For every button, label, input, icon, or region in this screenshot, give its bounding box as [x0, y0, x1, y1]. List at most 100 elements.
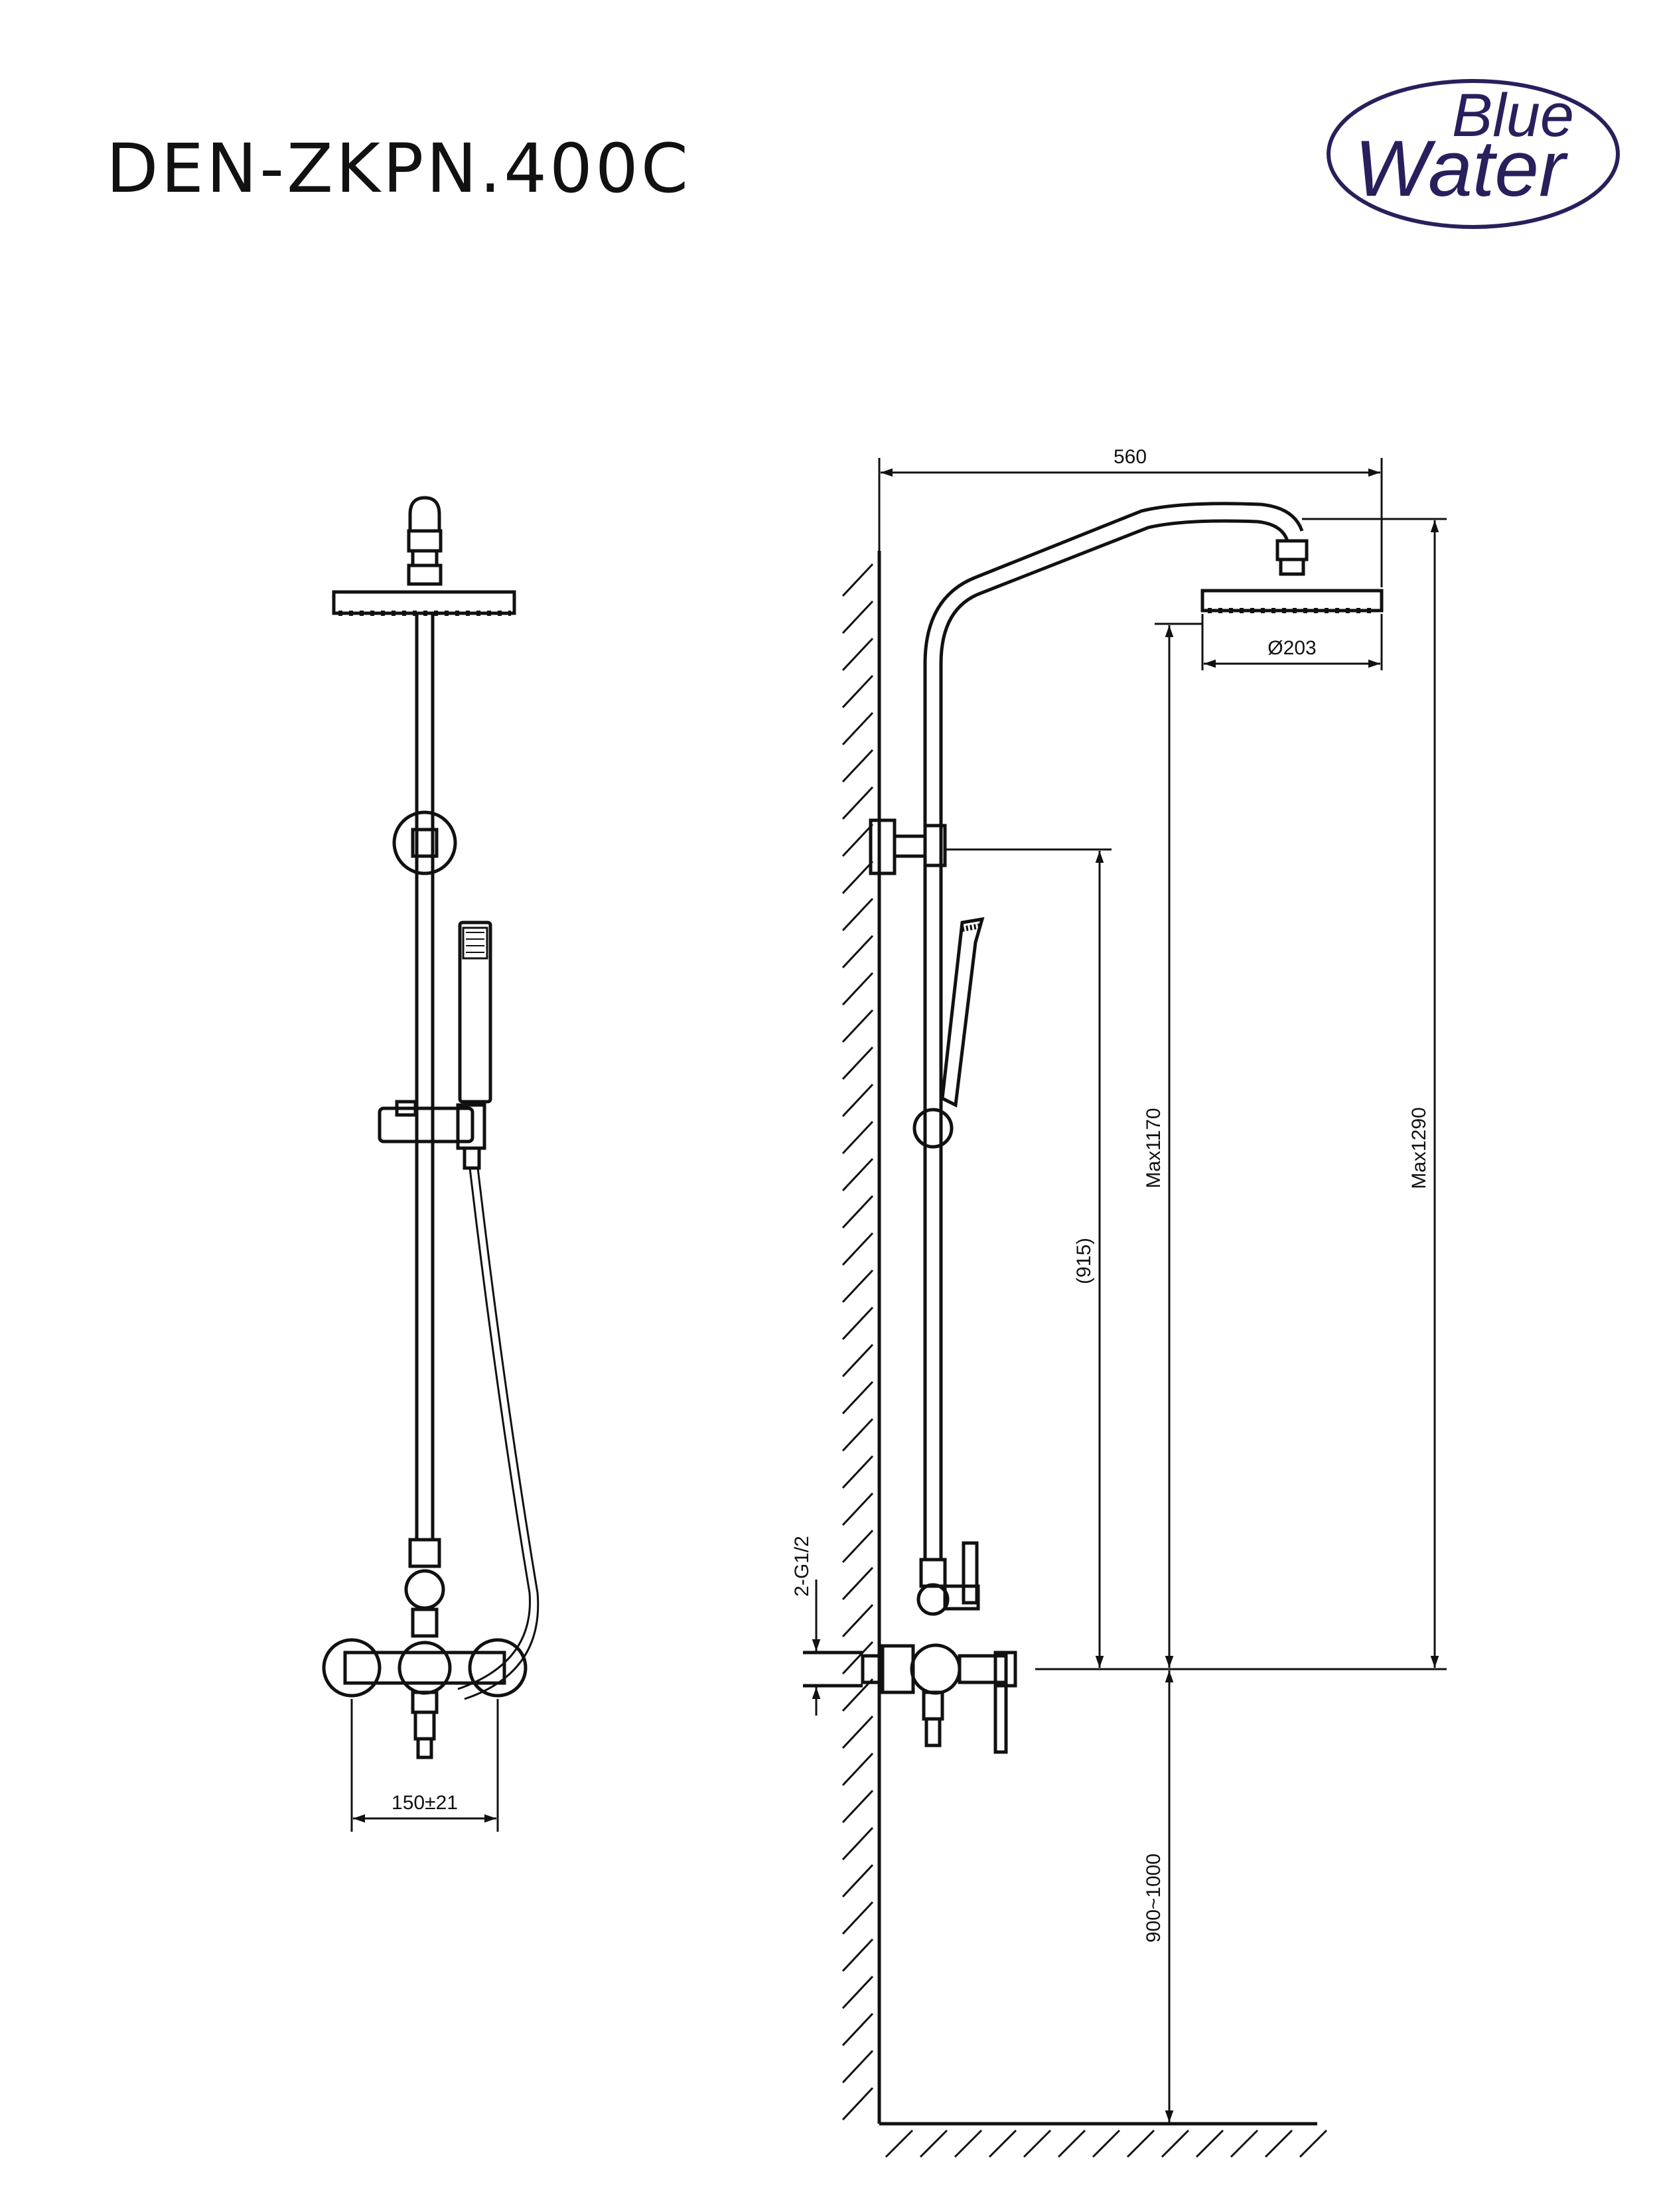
side-head-collar: [1279, 557, 1305, 576]
wall-hatch-line: [841, 1752, 874, 1787]
front-slider: [378, 1106, 474, 1143]
wall-hatch-line: [841, 2087, 874, 2121]
wall-hatch-line: [841, 1901, 874, 1935]
front-hose-connector: [463, 1146, 481, 1170]
dim-spacing: 150±21: [392, 1792, 458, 1814]
wall-hatch-line: [841, 1195, 874, 1229]
wall-hatch-line: [841, 2012, 874, 2047]
wall-hatch-line: [841, 2049, 874, 2084]
dim-diameter: Ø203: [1267, 637, 1316, 659]
floor-hatching: [885, 2129, 1328, 2158]
side-diverter-stem: [919, 1558, 947, 1588]
floor-hatch-line: [1126, 2129, 1155, 2158]
floor-hatch-line: [1264, 2129, 1293, 2158]
floor-hatch-line: [919, 2129, 948, 2158]
floor: [879, 2122, 1328, 2158]
wall-hatch-line: [841, 1529, 874, 1564]
front-hand-shower-face: [462, 926, 488, 960]
dim-spacing-group: 150±21: [350, 1699, 499, 1832]
wall-hatch-line: [841, 1418, 874, 1452]
wall-hatch-line: [841, 1269, 874, 1303]
front-view: [322, 496, 540, 1759]
wall-hatch-line: [841, 1678, 874, 1712]
floor-hatch-line: [885, 2129, 914, 2158]
wall-hatch-line: [841, 972, 874, 1006]
wall: [841, 551, 881, 2124]
front-mixer-center: [397, 1641, 452, 1695]
front-inlet-collar: [411, 549, 439, 567]
front-diverter-stem: [408, 1538, 441, 1568]
side-bracket-clamp: [923, 824, 947, 867]
front-inlet-connector: [407, 563, 443, 586]
front-slider-knob: [395, 1100, 417, 1117]
wall-hatch-line: [841, 1306, 874, 1341]
side-view: [803, 502, 1384, 1754]
front-right-eccentric: [468, 1638, 528, 1698]
side-eccentric-nut: [881, 1644, 915, 1694]
wall-hatch-line: [841, 1492, 874, 1526]
side-mixer-handle: [993, 1684, 1008, 1754]
floor-hatch-line: [1023, 2129, 1052, 2158]
wall-hatch-line: [841, 1232, 874, 1266]
side-bracket-arm: [893, 834, 927, 858]
front-left-eccentric: [322, 1638, 382, 1698]
wall-hatch-line: [841, 711, 874, 746]
front-hand-shower: [458, 921, 492, 1104]
wall-hatch-line: [841, 1641, 874, 1675]
front-diverter: [404, 1569, 445, 1610]
wall-hatch-line: [841, 1864, 874, 1898]
dim-thread: 2-G1/2: [791, 1536, 813, 1597]
wall-hatch-line: [841, 1046, 874, 1080]
floor-hatch-line: [1092, 2129, 1121, 2158]
side-diverter-lever: [962, 1541, 979, 1605]
wall-hatch-line: [841, 1826, 874, 1861]
dim-mount: 900~1000: [1143, 1854, 1165, 1943]
floor-hatch-line: [1161, 2129, 1190, 2158]
dim-max-total: Max1290: [1408, 1107, 1430, 1189]
dim-width: 560: [1114, 446, 1147, 468]
side-wall-bracket: [869, 818, 897, 875]
wall-hatch-line: [841, 1566, 874, 1601]
wall-hatching: [841, 563, 874, 2121]
front-hose-outer: [464, 1167, 540, 1700]
floor-hatch-line: [954, 2129, 983, 2158]
wall-hatch-line: [841, 897, 874, 932]
front-inlet-nut: [407, 529, 443, 553]
side-arm-inner: [939, 519, 1289, 664]
side-slider: [912, 1108, 954, 1149]
side-mixer-handle-base: [958, 1654, 1008, 1684]
wall-hatch-line: [841, 600, 874, 634]
wall-hatch-line: [841, 563, 874, 597]
side-outlet: [922, 1690, 944, 1721]
wall-hatch-line: [841, 823, 874, 857]
floor-hatch-line: [1057, 2129, 1086, 2158]
front-hose-inner: [457, 1167, 532, 1690]
side-mixer-body: [910, 1643, 962, 1695]
front-outlet: [413, 1710, 436, 1741]
wall-hatch-line: [841, 934, 874, 969]
logo-text-blue: Blue: [1452, 82, 1574, 149]
wall-hatch-line: [841, 1975, 874, 2010]
wall-hatch-line: [841, 1157, 874, 1192]
wall-hatch-line: [841, 749, 874, 783]
wall-hatch-line: [841, 1715, 874, 1749]
wall-hatch-line: [841, 1083, 874, 1118]
side-arm-outer: [923, 502, 1304, 664]
front-bracket-ring: [392, 810, 457, 875]
page-title: DEN-ZKPN.400C: [106, 129, 691, 208]
floor-hatch-line: [1195, 2129, 1224, 2158]
floor-hatch-line: [1299, 2129, 1328, 2158]
wall-hatch-line: [841, 1455, 874, 1489]
wall-hatch-line: [841, 674, 874, 709]
front-bracket-clip: [411, 828, 439, 858]
wall-hatch-line: [841, 1343, 874, 1378]
wall-hatch-line: [841, 1380, 874, 1415]
front-diverter-body: [411, 1607, 439, 1638]
front-outlet-stem: [411, 1690, 439, 1714]
logo-ellipse: [1327, 79, 1620, 229]
wall-hatch-line: [841, 1120, 874, 1155]
logo-text-water: Water: [1354, 124, 1568, 213]
floor-hatch-line: [988, 2129, 1017, 2158]
